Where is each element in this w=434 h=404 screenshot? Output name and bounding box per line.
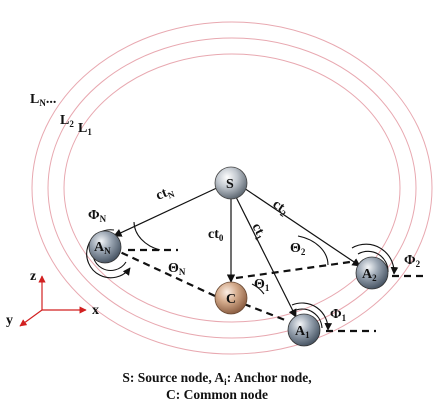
line-s-a1 — [235, 196, 297, 318]
label-ct-0: ct0 — [208, 227, 224, 243]
common-label: C — [226, 292, 236, 307]
range-lines — [113, 185, 361, 318]
arc-phi-1-inner — [295, 308, 323, 329]
dash-c-an — [119, 251, 216, 297]
node-anchor-1: A1 — [287, 313, 321, 347]
axis-y — [19, 309, 43, 327]
ring-label-1: L1 — [78, 121, 92, 137]
label-theta-1: Θ1 — [254, 277, 270, 293]
arc-theta-n — [133, 221, 161, 251]
node-common: C — [214, 281, 248, 315]
label-phi-1: Φ1 — [330, 307, 347, 323]
ring-outer — [31, 21, 433, 355]
label-ct-n: ctN — [154, 183, 177, 205]
ring-label-2: L2 — [60, 113, 74, 129]
arc-theta-1 — [251, 283, 265, 295]
line-s-a2 — [240, 185, 361, 267]
dash-c-a2 — [235, 260, 351, 280]
axis-y-label: y — [6, 313, 13, 328]
dash-c-a1 — [243, 302, 286, 322]
node-source: S — [214, 166, 248, 200]
arc-phi-1-outer — [291, 302, 333, 331]
label-phi-n: ΦN — [88, 208, 107, 224]
arc-phi-2-inner — [357, 250, 389, 273]
axis-z-label: z — [30, 269, 36, 284]
caption-line-2: C: Common node — [166, 387, 268, 402]
label-theta-2: Θ2 — [290, 241, 306, 257]
coordinate-axes: z x y — [6, 269, 99, 328]
angle-lines — [119, 248, 424, 333]
arc-phi-2-outer — [351, 243, 399, 275]
anchor-1-label: A1 — [295, 324, 310, 340]
source-label: S — [226, 177, 234, 192]
node-anchor-n: AN — [88, 230, 122, 264]
range-rings — [31, 21, 433, 355]
ring-label-n: LN... — [30, 92, 56, 108]
caption-line-1: S: Source node, Ai: Anchor node, — [122, 370, 311, 387]
anchor-2-label: A2 — [362, 267, 377, 283]
line-s-an — [113, 185, 222, 237]
ring-middle — [47, 37, 417, 339]
arc-theta-2 — [297, 235, 329, 266]
label-ct-1: ct1 — [248, 221, 270, 243]
axis-x-label: x — [92, 303, 99, 318]
label-ct-2: ct2 — [269, 197, 291, 219]
anchor-n-label: AN — [94, 240, 111, 256]
label-theta-n: ΘN — [168, 261, 186, 277]
node-anchor-2: A2 — [355, 256, 389, 290]
ring-inner — [63, 53, 401, 323]
label-phi-2: Φ2 — [404, 253, 421, 269]
